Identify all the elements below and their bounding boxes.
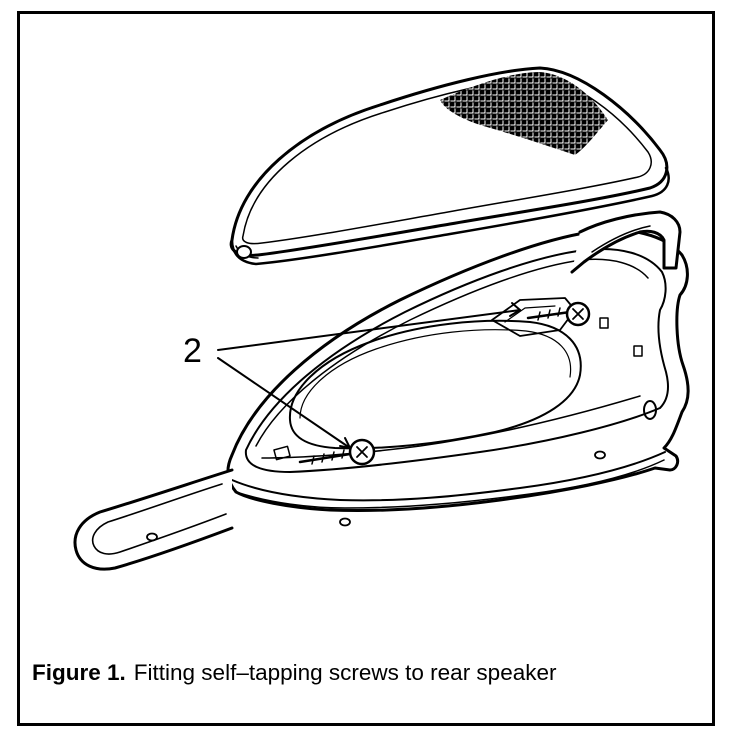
mounting-arm: [73, 468, 234, 571]
callout-number: 2: [183, 332, 202, 370]
screw-upper: [526, 301, 591, 327]
screw-lower: [298, 438, 376, 466]
caption-label: Figure 1.: [32, 660, 126, 685]
caption-text: Fitting self–tapping screws to rear spea…: [133, 660, 557, 685]
speaker-cover: [229, 66, 670, 266]
callout-leaders: [217, 302, 521, 449]
figure-caption: Figure 1. Fitting self–tapping screws to …: [32, 660, 556, 686]
